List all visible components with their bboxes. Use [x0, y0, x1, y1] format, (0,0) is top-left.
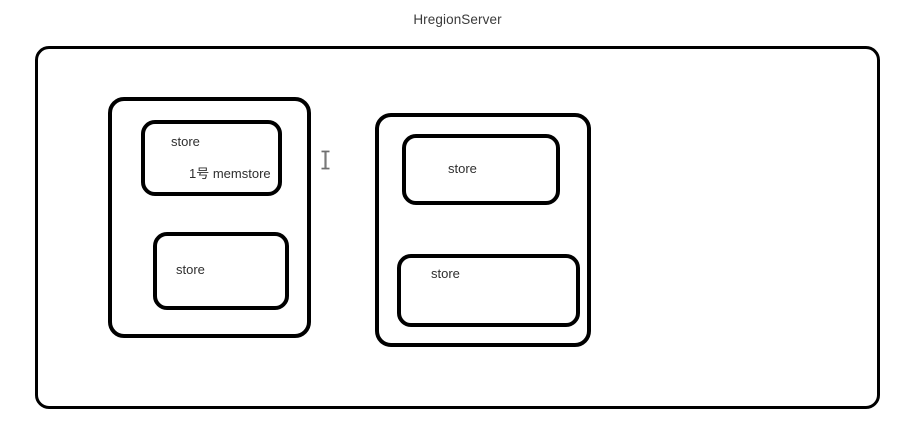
store-box-4[interactable] [397, 254, 580, 327]
store-box-4-label: store [431, 266, 460, 281]
store-box-3[interactable] [402, 134, 560, 205]
store-box-1-label: store [171, 134, 200, 149]
store-box-1[interactable] [141, 120, 282, 196]
store-box-2-label: store [176, 262, 205, 277]
store-box-2[interactable] [153, 232, 289, 310]
page-title: HregionServer [413, 12, 502, 27]
store-box-3-label: store [448, 161, 477, 176]
store-box-1-memstore-label: 1号 memstore [189, 166, 271, 181]
text-ibeam-cursor-icon [321, 150, 330, 170]
